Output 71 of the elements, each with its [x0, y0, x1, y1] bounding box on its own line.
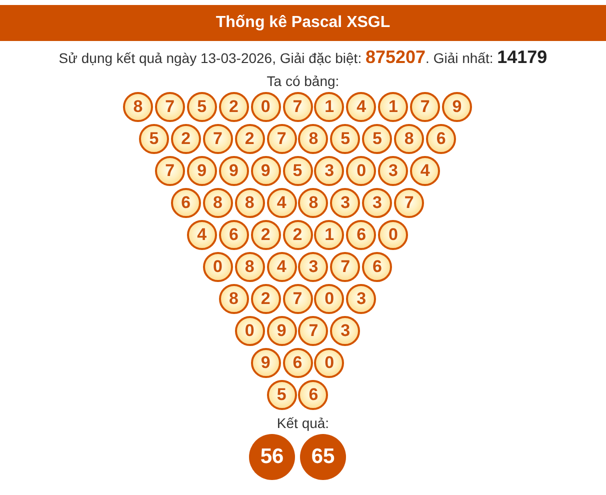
number-ball: 4 [266, 252, 297, 282]
number-ball: 4 [346, 92, 376, 122]
number-ball: 0 [234, 316, 265, 346]
number-ball: 2 [234, 124, 265, 154]
number-ball: 8 [234, 188, 265, 218]
number-ball: 8 [298, 188, 328, 218]
number-ball: 9 [218, 156, 249, 186]
number-ball: 2 [170, 124, 201, 154]
number-ball: 7 [330, 252, 360, 282]
number-ball: 7 [154, 156, 185, 186]
number-ball: 5 [266, 380, 297, 410]
number-ball: 2 [282, 220, 312, 250]
result-ball: 65 [300, 434, 346, 480]
number-ball: 5 [186, 92, 217, 122]
number-ball: 9 [266, 316, 297, 346]
number-ball: 6 [298, 380, 328, 410]
number-ball: 5 [138, 124, 169, 154]
result-ball: 56 [249, 434, 295, 480]
number-ball: 8 [298, 124, 328, 154]
number-ball: 0 [378, 220, 408, 250]
number-ball: 5 [362, 124, 392, 154]
number-ball: 7 [282, 92, 312, 122]
number-ball: 9 [186, 156, 217, 186]
number-ball: 7 [154, 92, 185, 122]
number-ball: 1 [314, 92, 344, 122]
number-ball: 9 [442, 92, 472, 122]
number-ball: 0 [314, 348, 344, 378]
number-ball: 2 [250, 220, 281, 250]
number-ball: 3 [314, 156, 344, 186]
number-ball: 7 [202, 124, 233, 154]
summary-text: Sử dụng kết quả ngày 13-03-2026, Giải đặc biệt: 875207. Giải nhất: 14179 [58, 48, 548, 67]
number-ball: 8 [218, 284, 249, 314]
number-ball: 0 [314, 284, 344, 314]
number-ball: 4 [410, 156, 440, 186]
number-ball: 6 [362, 252, 392, 282]
number-ball: 3 [346, 284, 376, 314]
number-ball: 0 [250, 92, 281, 122]
table-heading: Ta có bảng: [266, 72, 340, 90]
number-ball: 7 [298, 316, 328, 346]
number-ball: 7 [410, 92, 440, 122]
number-ball: 9 [250, 156, 281, 186]
number-ball: 5 [330, 124, 360, 154]
number-ball: 6 [170, 188, 201, 218]
number-ball: 3 [298, 252, 328, 282]
number-ball: 8 [234, 252, 265, 282]
number-ball: 1 [378, 92, 408, 122]
number-ball: 1 [314, 220, 344, 250]
number-ball: 7 [394, 188, 424, 218]
title: Thống kê Pascal XSGL [214, 14, 392, 32]
number-ball: 4 [266, 188, 297, 218]
number-ball: 4 [186, 220, 217, 250]
number-ball: 3 [362, 188, 392, 218]
number-ball: 3 [330, 316, 360, 346]
number-ball: 7 [266, 124, 297, 154]
number-ball: 8 [123, 92, 153, 122]
number-ball: 7 [282, 284, 312, 314]
number-ball: 3 [378, 156, 408, 186]
number-ball: 3 [330, 188, 360, 218]
number-ball: 8 [202, 188, 233, 218]
number-ball: 5 [282, 156, 312, 186]
number-ball: 0 [202, 252, 233, 282]
number-ball: 6 [426, 124, 456, 154]
number-ball: 2 [218, 92, 249, 122]
number-ball: 0 [346, 156, 376, 186]
number-ball: 2 [250, 284, 281, 314]
number-ball: 6 [346, 220, 376, 250]
number-ball: 9 [250, 348, 281, 378]
result-heading: Kết quả: [276, 414, 330, 432]
number-ball: 8 [394, 124, 424, 154]
number-ball: 6 [282, 348, 312, 378]
number-ball: 6 [218, 220, 249, 250]
